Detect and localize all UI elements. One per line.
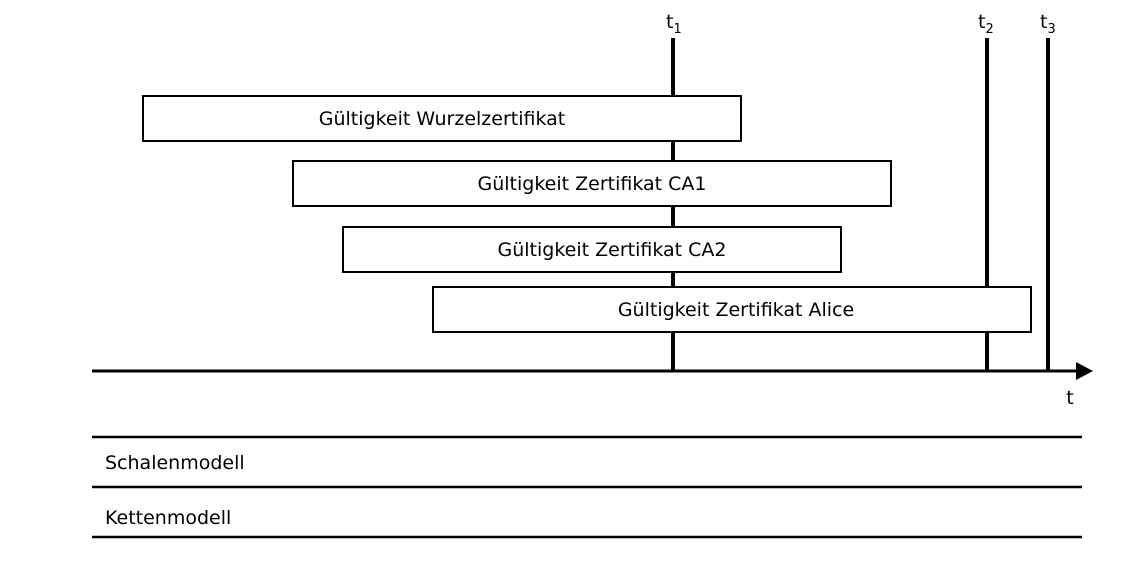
model-label-schalenmodell: Schalenmodell: [105, 452, 245, 474]
validity-box-ca2: Gültigkeit Zertifikat CA2: [342, 226, 842, 273]
validity-box-ca2-label: Gültigkeit Zertifikat CA2: [498, 239, 727, 261]
validity-box-ca1: Gültigkeit Zertifikat CA1: [292, 160, 892, 207]
validity-box-ca1-label: Gültigkeit Zertifikat CA1: [478, 173, 707, 195]
marker-label-t3: t3: [1040, 11, 1056, 37]
validity-box-root: Gültigkeit Wurzelzertifikat: [142, 95, 742, 142]
marker-label-t2: t2: [978, 11, 994, 37]
time-axis-label: t: [1066, 387, 1073, 409]
validity-box-alice: Gültigkeit Zertifikat Alice: [432, 286, 1032, 333]
time-axis-arrowhead: [1076, 362, 1093, 380]
marker-label-t1: t1: [666, 11, 682, 37]
validity-box-root-label: Gültigkeit Wurzelzertifikat: [319, 108, 565, 130]
validity-box-alice-label: Gültigkeit Zertifikat Alice: [618, 299, 854, 321]
model-label-kettenmodell: Kettenmodell: [105, 507, 231, 529]
